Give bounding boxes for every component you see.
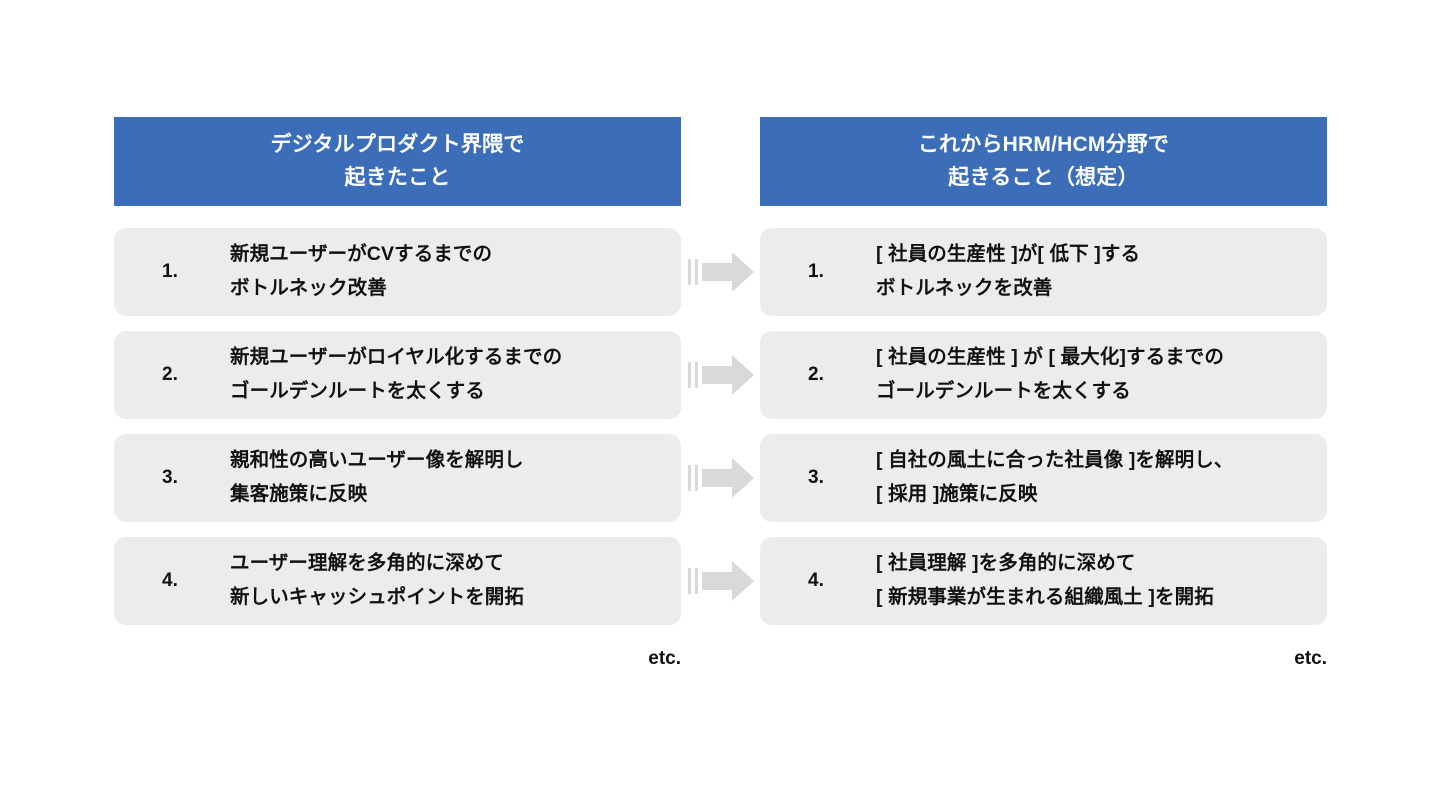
list-item: 3. 親和性の高いユーザー像を解明し 集客施策に反映 bbox=[114, 434, 681, 522]
column-left-card-list: 1. 新規ユーザーがCVするまでの ボトルネック改善 2. 新規ユーザーがロイヤ… bbox=[114, 228, 681, 625]
list-item-number: 3. bbox=[808, 467, 824, 488]
column-right-header: これからHRM/HCM分野で 起きること（想定） bbox=[760, 117, 1327, 206]
column-left-header: デジタルプロダクト界隈で 起きたこと bbox=[114, 117, 681, 206]
right-block-arrow-icon bbox=[688, 561, 758, 601]
list-item: 1. [ 社員の生産性 ]が[ 低下 ]する ボトルネックを改善 bbox=[760, 228, 1327, 316]
column-right: これからHRM/HCM分野で 起きること（想定） 1. [ 社員の生産性 ]が[… bbox=[760, 117, 1327, 625]
list-item: 3. [ 自社の風土に合った社員像 ]を解明し、 [ 採用 ]施策に反映 bbox=[760, 434, 1327, 522]
list-item-text: ユーザー理解を多角的に深めて 新しいキャッシュポイントを開拓 bbox=[230, 552, 525, 608]
list-item: 2. 新規ユーザーがロイヤル化するまでの ゴールデンルートを太くする bbox=[114, 331, 681, 419]
column-left-header-line2: 起きたこと bbox=[344, 165, 451, 189]
list-item-text: [ 社員理解 ]を多角的に深めて [ 新規事業が生まれる組織風土 ]を開拓 bbox=[876, 552, 1214, 608]
list-item-text: [ 自社の風土に合った社員像 ]を解明し、 [ 採用 ]施策に反映 bbox=[876, 449, 1234, 505]
column-right-header-line1: これからHRM/HCM分野で bbox=[917, 132, 1170, 156]
arrow-speed-lines-icon bbox=[688, 362, 698, 388]
list-item-text: 親和性の高いユーザー像を解明し 集客施策に反映 bbox=[230, 449, 524, 505]
list-item-number: 4. bbox=[162, 570, 178, 591]
etc-label-left: etc. bbox=[648, 648, 681, 669]
column-right-header-line2: 起きること（想定） bbox=[948, 165, 1139, 189]
list-item-text: [ 社員の生産性 ]が[ 低下 ]する ボトルネックを改善 bbox=[876, 243, 1141, 299]
right-block-arrow-icon bbox=[688, 252, 758, 292]
list-item-number: 1. bbox=[162, 261, 178, 282]
list-item-number: 2. bbox=[808, 364, 824, 385]
list-item: 1. 新規ユーザーがCVするまでの ボトルネック改善 bbox=[114, 228, 681, 316]
list-item-number: 1. bbox=[808, 261, 824, 282]
list-item-text: [ 社員の生産性 ] が [ 最大化]するまでの ゴールデンルートを太くする bbox=[876, 346, 1224, 402]
list-item-number: 3. bbox=[162, 467, 178, 488]
arrow-speed-lines-icon bbox=[688, 259, 698, 285]
list-item-number: 2. bbox=[162, 364, 178, 385]
column-left-header-line1: デジタルプロダクト界隈で bbox=[270, 132, 525, 156]
arrow-speed-lines-icon bbox=[688, 465, 698, 491]
list-item-text: 新規ユーザーがCVするまでの ボトルネック改善 bbox=[230, 243, 493, 299]
list-item: 4. [ 社員理解 ]を多角的に深めて [ 新規事業が生まれる組織風土 ]を開拓 bbox=[760, 537, 1327, 625]
list-item-text: 新規ユーザーがロイヤル化するまでの ゴールデンルートを太くする bbox=[230, 346, 563, 402]
list-item-number: 4. bbox=[808, 570, 824, 591]
list-item: 4. ユーザー理解を多角的に深めて 新しいキャッシュポイントを開拓 bbox=[114, 537, 681, 625]
right-block-arrow-icon bbox=[688, 355, 758, 395]
list-item: 2. [ 社員の生産性 ] が [ 最大化]するまでの ゴールデンルートを太くす… bbox=[760, 331, 1327, 419]
column-left: デジタルプロダクト界隈で 起きたこと 1. 新規ユーザーがCVするまでの ボトル… bbox=[114, 117, 681, 625]
etc-label-right: etc. bbox=[1294, 648, 1327, 669]
right-block-arrow-icon bbox=[688, 458, 758, 498]
column-right-card-list: 1. [ 社員の生産性 ]が[ 低下 ]する ボトルネックを改善 2. [ 社員… bbox=[760, 228, 1327, 625]
arrow-speed-lines-icon bbox=[688, 568, 698, 594]
